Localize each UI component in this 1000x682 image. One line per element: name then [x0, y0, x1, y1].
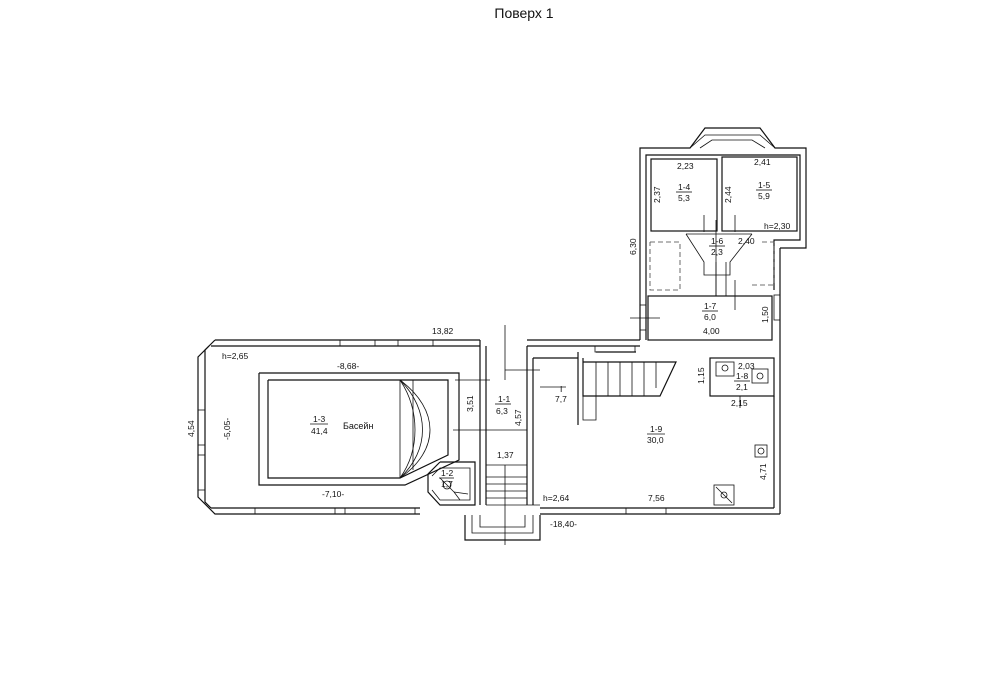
door-markers: [453, 220, 741, 545]
dim-4-00: 4,00: [703, 326, 720, 336]
dim-2-44: 2,44: [723, 186, 733, 203]
tower-rooms: [650, 156, 798, 232]
fixtures-1-9: [713, 444, 768, 506]
dim-6-30: 6,30: [628, 238, 638, 255]
corridor-walls: [464, 429, 541, 541]
room-1-5-id: 1-5: [758, 180, 771, 190]
dim-4-57: 4,57: [513, 409, 523, 426]
extra-area-value: 7,7: [555, 394, 567, 404]
bay-window: [689, 134, 776, 149]
dim-18-40: -18,40-: [550, 519, 577, 529]
dim-2-40: 2,40: [738, 236, 755, 246]
extra-area-label: I: [560, 384, 562, 394]
room-1-5-area: 5,9: [758, 191, 770, 201]
room-1-2-area: 1,7: [441, 479, 453, 489]
pool: [258, 372, 460, 486]
dim-7-56: 7,56: [648, 493, 665, 503]
height-label-pool: h=2,65: [222, 351, 249, 361]
room-1-2-id: 1-2: [441, 468, 454, 478]
dim-2-03: 2,03: [738, 361, 755, 371]
dim-4-71: 4,71: [758, 463, 768, 480]
room-1-3-area: 41,4: [311, 426, 328, 436]
room-1-6-id: 1-6: [711, 236, 724, 246]
dim-2-23: 2,23: [677, 161, 694, 171]
room-1-7-walls: [630, 295, 773, 341]
room-1-4-id: 1-4: [678, 182, 691, 192]
dim-1-37: 1,37: [497, 450, 514, 460]
height-label-tower: h=2,30: [764, 221, 791, 231]
dim-13-82: 13,82: [432, 326, 454, 336]
room-1-3-name: Басейн: [343, 421, 373, 431]
room-1-8-id: 1-8: [736, 371, 749, 381]
height-label-room-1-9: h=2,64: [543, 493, 570, 503]
dim-2-37: 2,37: [652, 186, 662, 203]
dim-1-50: 1,50: [760, 306, 770, 323]
room-1-1-area: 6,3: [496, 406, 508, 416]
dim-4-54: 4,54: [186, 420, 196, 437]
room-1-7-id: 1-7: [704, 301, 717, 311]
dim-2-41: 2,41: [754, 157, 771, 167]
room-1-8-walls: [709, 357, 775, 397]
dashed-closets: [649, 233, 775, 296]
room-1-6-area: 2,3: [711, 247, 723, 257]
room-1-4-area: 5,3: [678, 193, 690, 203]
page-title: Поверх 1: [494, 5, 554, 21]
dim-7-10: -7,10-: [322, 489, 344, 499]
windows: [197, 294, 781, 515]
dim-2-15: 2,15: [731, 398, 748, 408]
room-1-3-id: 1-3: [313, 414, 326, 424]
labels: 1-1 6,3 1-2 1,7 1-3 41,4 Басейн 1-4 5,3 …: [186, 157, 791, 529]
dim-5-05: -5,05-: [222, 418, 232, 440]
room-1-7-area: 6,0: [704, 312, 716, 322]
dim-3-51: 3,51: [465, 395, 475, 412]
dim-1-15: 1,15: [696, 367, 706, 384]
room-1-1-id: 1-1: [498, 394, 511, 404]
dim-8-68: -8,68-: [337, 361, 359, 371]
room-1-9-id: 1-9: [650, 424, 663, 434]
room-1-9-area: 30,0: [647, 435, 664, 445]
room-1-8-area: 2,1: [736, 382, 748, 392]
